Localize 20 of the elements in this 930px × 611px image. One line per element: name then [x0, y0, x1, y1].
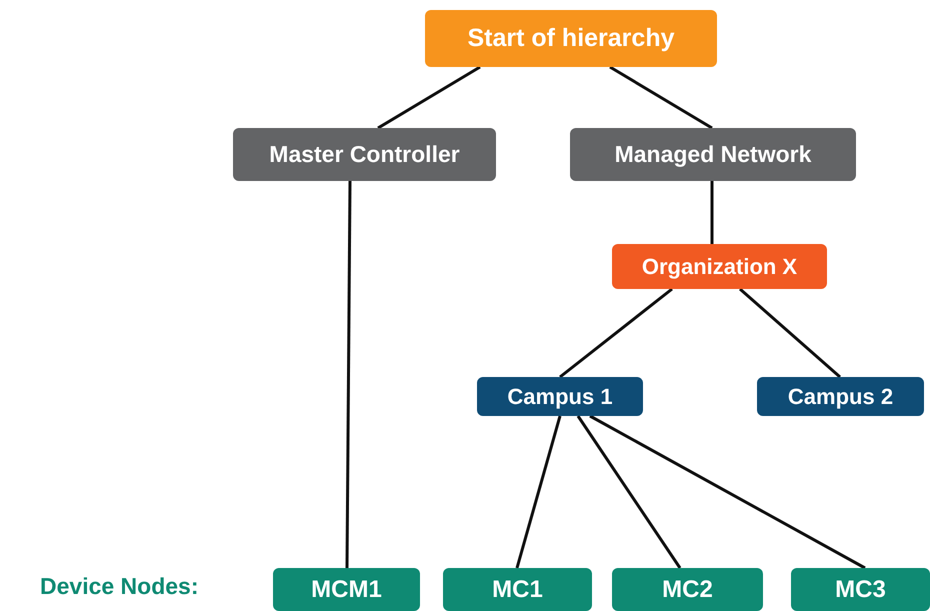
- hierarchy-box: Master Controller: [233, 128, 496, 181]
- hierarchy-box: Campus 1: [477, 377, 643, 416]
- connector-line: [739, 288, 841, 378]
- connector-line: [346, 180, 352, 568]
- connector-line: [559, 288, 673, 378]
- hierarchy-box: MCM1: [273, 568, 420, 611]
- row-label: Device Nodes:: [40, 573, 199, 600]
- connector-line: [516, 416, 562, 568]
- connector-line: [710, 181, 714, 244]
- connector-line: [377, 66, 481, 130]
- hierarchy-box: Organization X: [612, 244, 827, 289]
- hierarchy-box: MC3: [791, 568, 930, 611]
- hierarchy-box: Managed Network: [570, 128, 856, 181]
- hierarchy-box: Start of hierarchy: [425, 10, 717, 67]
- connector-line: [609, 66, 713, 130]
- hierarchy-box: Campus 2: [757, 377, 924, 416]
- connector-line: [576, 415, 682, 569]
- hierarchy-box: MC2: [612, 568, 763, 611]
- hierarchy-box: MC1: [443, 568, 592, 611]
- connector-line: [589, 414, 866, 570]
